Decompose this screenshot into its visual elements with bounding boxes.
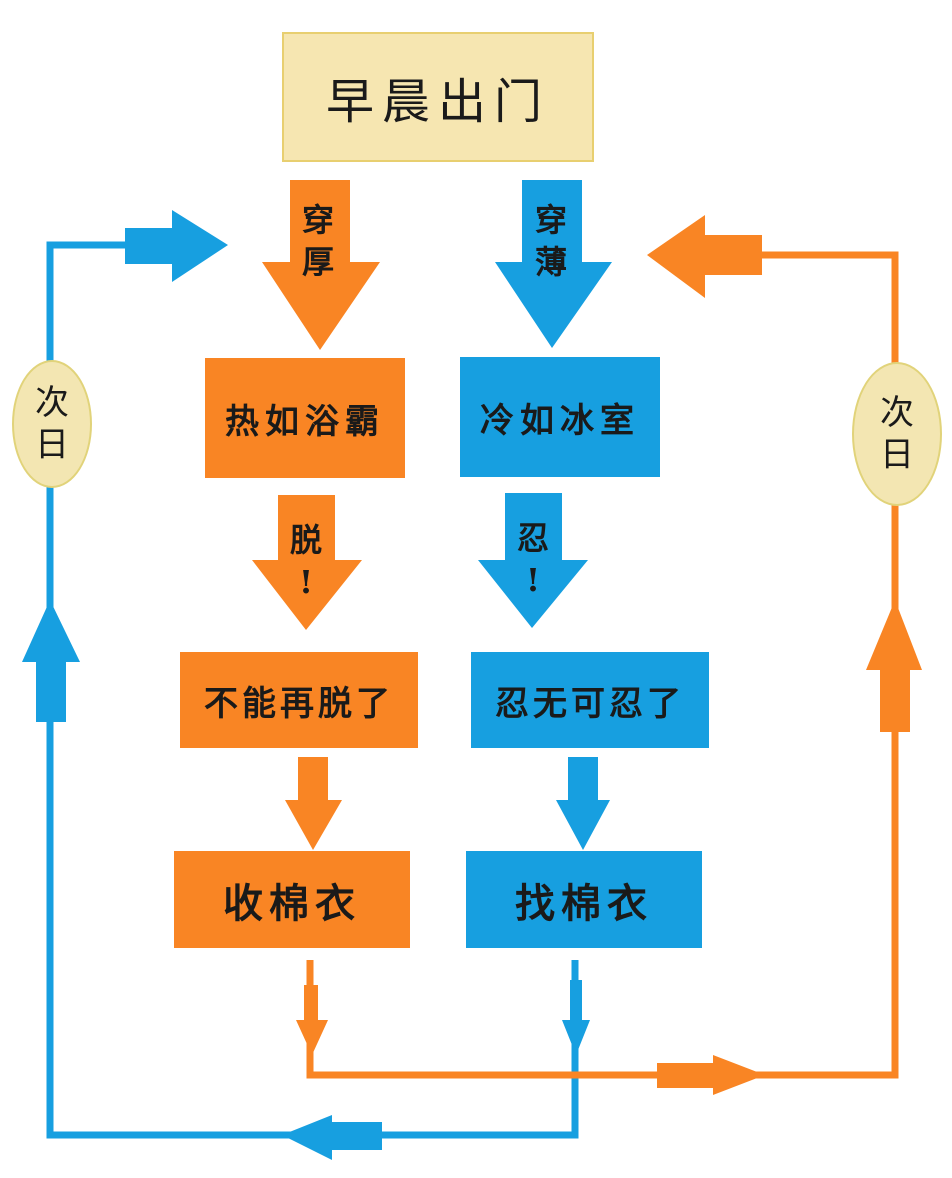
- label-char: 忍: [517, 519, 550, 557]
- start-label: 早晨出门: [325, 74, 550, 130]
- orange-arrow-take-off: [252, 495, 362, 630]
- blue-arrow-wear-thin: [495, 180, 612, 348]
- node-label: 冷如冰室: [480, 400, 640, 441]
- oval-char: 次: [35, 382, 69, 423]
- node-cannot-take-off-more: 不能再脱了: [180, 652, 418, 748]
- label-char: !: [525, 560, 541, 599]
- node-label: 不能再脱了: [204, 683, 394, 724]
- orange-small-arrow-down: [296, 985, 328, 1055]
- orange-loop-arrow-right: [657, 1055, 765, 1095]
- blue-loop-arrow-right: [125, 210, 228, 282]
- oval-char: 次: [880, 392, 914, 433]
- orange-arrow-label-2: 脱 !: [290, 520, 322, 603]
- blue-arrow-label-1: 穿 薄: [535, 200, 567, 283]
- start-node: 早晨出门: [282, 32, 594, 162]
- label-char: 穿: [535, 201, 568, 239]
- blue-loop-arrow-up: [22, 600, 80, 722]
- orange-arrow-to-box3: [285, 757, 342, 850]
- blue-arrow-to-box3: [556, 757, 610, 850]
- node-hot-like-heater: 热如浴霸: [205, 358, 405, 478]
- node-put-away-coat: 收棉衣: [174, 851, 410, 948]
- left-next-day-oval: 次 日: [12, 360, 92, 488]
- blue-loop-arrow-left: [282, 1115, 382, 1160]
- orange-loop-arrow-up: [866, 600, 922, 732]
- blue-small-arrow-down: [562, 980, 590, 1055]
- orange-arrow-wear-thick: [262, 180, 380, 350]
- node-cannot-endure: 忍无可忍了: [471, 652, 709, 748]
- label-char: !: [298, 562, 314, 601]
- node-label: 忍无可忍了: [495, 683, 685, 724]
- node-label: 热如浴霸: [225, 401, 385, 442]
- node-label: 找棉衣: [515, 879, 653, 927]
- blue-arrow-label-2: 忍 !: [517, 518, 549, 601]
- label-char: 穿: [302, 201, 335, 239]
- label-char: 脱: [290, 521, 323, 559]
- blue-arrow-endure: [478, 493, 588, 628]
- oval-char: 日: [35, 425, 69, 465]
- node-label: 收棉衣: [223, 879, 361, 927]
- label-char: 薄: [535, 242, 568, 281]
- label-char: 厚: [302, 242, 335, 281]
- node-cold-like-freezer: 冷如冰室: [460, 357, 660, 477]
- orange-arrow-label-1: 穿 厚: [302, 200, 334, 283]
- orange-loop-arrow-left: [647, 215, 762, 298]
- oval-char: 日: [880, 435, 914, 475]
- right-next-day-oval: 次 日: [852, 362, 942, 506]
- node-find-coat: 找棉衣: [466, 851, 702, 948]
